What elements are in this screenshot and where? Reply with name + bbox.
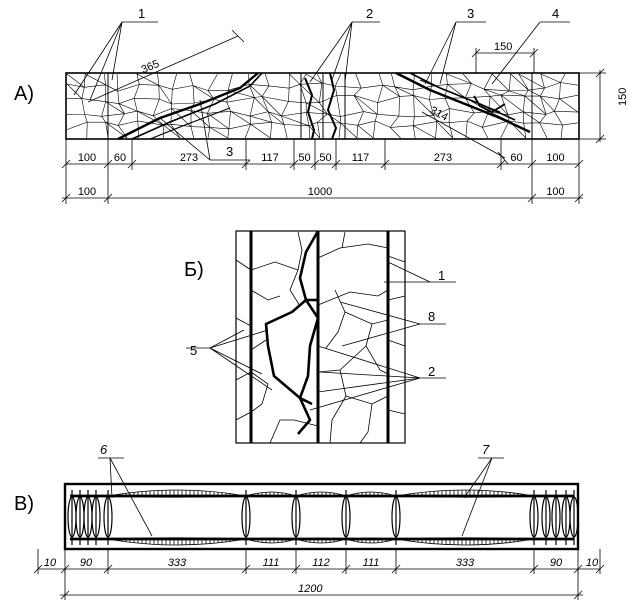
dim-label-v: 90	[550, 557, 563, 569]
crack-lens	[245, 537, 297, 544]
rebars-v	[70, 494, 574, 541]
crack-lens	[295, 491, 347, 498]
dim-label-a1: 60	[114, 152, 126, 164]
dim-314: 314	[428, 104, 450, 123]
label-b-5: 5	[190, 343, 197, 358]
dim-label-a1: 100	[78, 152, 96, 164]
label-v-7: 7	[482, 442, 490, 457]
dim-150-top: 150	[494, 41, 512, 53]
crack-grid-a	[66, 73, 579, 139]
crack-lens	[395, 537, 535, 546]
dim-label-v: 333	[456, 557, 475, 569]
dim-row-a-1: 100 60 273 117 50 50 117 273 60 100	[78, 152, 565, 164]
dim-side-150	[579, 68, 606, 144]
dim-v-total: 1200	[298, 583, 323, 595]
label-b-2: 2	[428, 364, 435, 379]
dim-label-v: 112	[312, 557, 330, 569]
leaders-b	[186, 261, 456, 411]
cracks-b-bold	[264, 230, 320, 435]
dim-lines-a	[61, 139, 584, 204]
stirrups-v	[67, 490, 579, 545]
label-a-4: 4	[552, 6, 559, 21]
panel-a-label: А)	[14, 83, 34, 105]
dim-label-v: 111	[263, 557, 280, 569]
dim-label-v: 333	[168, 557, 187, 569]
crack-lens	[107, 537, 247, 546]
dim-label-a1: 60	[510, 152, 522, 164]
dim-label-a2: 100	[546, 186, 564, 198]
dim-label-a2: 1000	[308, 186, 332, 198]
label-a-1: 1	[138, 6, 145, 21]
dim-label-a1: 273	[434, 152, 452, 164]
dim-top-150	[471, 48, 539, 73]
label-a-3: 3	[467, 6, 474, 21]
panel-b-label: Б)	[184, 259, 204, 281]
leaders-v	[98, 457, 504, 537]
panel-v-diagram: В) 6 7 10 90 333 111 112 111 333 90 10 1200	[14, 442, 605, 600]
dim-label-v: 10	[44, 557, 57, 569]
dim-label-v: 90	[80, 557, 93, 569]
cracks-b-thin	[235, 231, 406, 444]
panel-v-label: В)	[14, 493, 34, 515]
label-b-1: 1	[438, 268, 445, 283]
dim-label-a1: 50	[298, 152, 310, 164]
panel-a-diagram: А)	[14, 6, 629, 204]
dim-label-a2: 100	[78, 186, 96, 198]
dim-label-a1: 273	[180, 152, 198, 164]
dim-lines-v	[33, 549, 605, 600]
crack-lens	[295, 537, 347, 544]
dim-row-v: 10 90 333 111 112 111 333 90 10	[44, 557, 599, 569]
dim-label-a1: 117	[261, 152, 279, 164]
dim-150-side: 150	[617, 88, 629, 106]
crack-network-a	[66, 73, 579, 139]
crack-lens	[345, 491, 397, 498]
crack-lens	[345, 537, 397, 544]
crack-lenses-v	[107, 489, 535, 546]
label-v-6: 6	[100, 442, 108, 457]
crack-lens	[245, 491, 297, 498]
dim-label-v: 111	[363, 557, 380, 569]
panel-b-diagram: Б)	[184, 230, 456, 444]
section-b-outline	[235, 230, 406, 444]
dim-label-v: 10	[586, 557, 599, 569]
diagonal-cracks-a	[117, 71, 531, 141]
crack-lens	[107, 489, 247, 498]
dim-label-a1: 50	[319, 152, 331, 164]
label-b-8: 8	[428, 309, 435, 324]
dim-label-a1: 117	[352, 152, 370, 164]
dim-label-a1: 100	[546, 152, 564, 164]
label-a-3-bottom: 3	[226, 144, 233, 159]
label-a-2: 2	[366, 6, 373, 21]
dim-row-a-2: 100 1000 100	[78, 186, 565, 198]
